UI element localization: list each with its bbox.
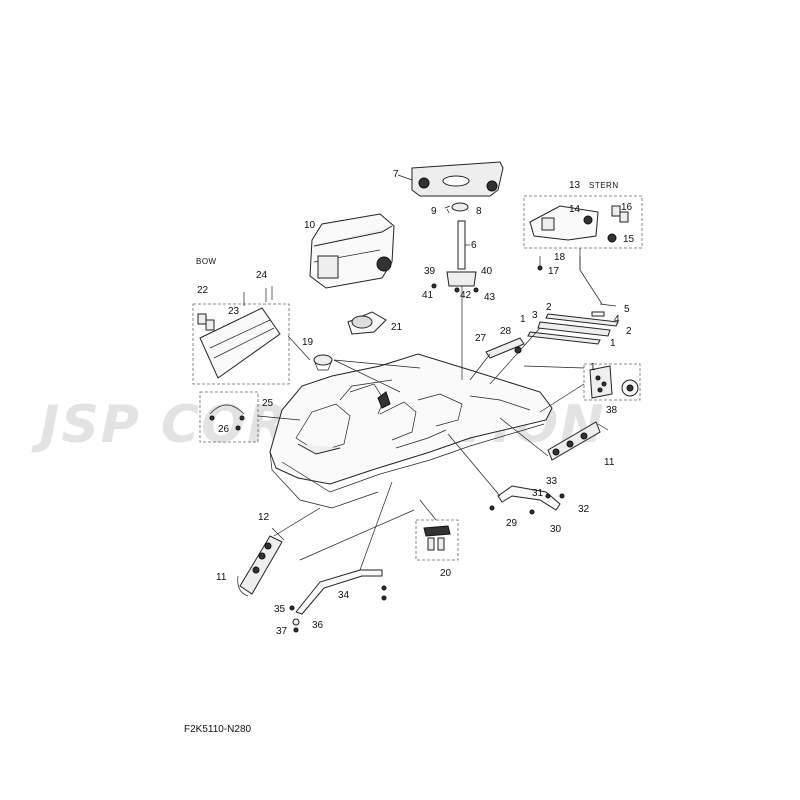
- part-14-stern-step: [529, 205, 599, 241]
- callout-18: 18: [554, 252, 566, 263]
- callout-11-right: 11: [604, 457, 615, 468]
- callout-17: 17: [548, 266, 560, 277]
- callout-9: 9: [431, 206, 437, 217]
- bow-label: BOW: [196, 257, 217, 266]
- callout-42: 42: [460, 290, 472, 301]
- callout-26: 26: [218, 424, 230, 435]
- part-34-rail: [295, 569, 387, 615]
- callout-15: 15: [623, 234, 635, 245]
- callout-1b: 1: [610, 338, 616, 349]
- group-22-box: [192, 303, 290, 385]
- callout-1a: 1: [520, 314, 526, 325]
- callout-8: 8: [476, 206, 482, 217]
- part-11-right-cleat: [547, 421, 609, 461]
- callout-13: 13: [569, 180, 581, 191]
- callout-5: 5: [624, 304, 630, 315]
- part-27-28-handle: [485, 337, 525, 359]
- part-35-37-hardware: [289, 605, 300, 633]
- callout-10: 10: [304, 220, 316, 231]
- callout-34: 34: [338, 590, 350, 601]
- callout-21: 21: [391, 322, 403, 333]
- part-19-cup-holder: [313, 354, 333, 371]
- callout-19: 19: [302, 337, 314, 348]
- callout-32: 32: [578, 504, 590, 515]
- boat-hull: [269, 353, 553, 509]
- callout-30: 30: [550, 524, 562, 535]
- callout-1c: 1: [590, 362, 596, 373]
- callout-36: 36: [312, 620, 324, 631]
- callout-24: 24: [256, 270, 268, 281]
- callout-31: 31: [532, 488, 544, 499]
- part-38-plate: [589, 365, 639, 399]
- callout-29: 29: [506, 518, 518, 529]
- callout-6: 6: [471, 240, 477, 251]
- part-16-15-fittings: [607, 205, 629, 243]
- callout-41: 41: [422, 290, 434, 301]
- part-25-rope: [209, 404, 245, 431]
- part-11-left-cleat: [237, 527, 285, 597]
- part-20-seat-base: [423, 525, 451, 551]
- stern-label: STERN: [589, 181, 619, 190]
- callout-37: 37: [276, 626, 288, 637]
- diagram-code: F2K5110-N280: [184, 724, 252, 735]
- group-20-box: [415, 519, 459, 561]
- callout-22: 22: [197, 285, 209, 296]
- group-25-box: [199, 391, 259, 443]
- callout-4: 4: [614, 314, 620, 325]
- callout-40: 40: [481, 266, 493, 277]
- part-21-mirror: [347, 311, 387, 335]
- callout-25: 25: [262, 398, 274, 409]
- callout-23: 23: [228, 306, 240, 317]
- part-39-43-bracket: [431, 271, 479, 293]
- callout-39: 39: [424, 266, 436, 277]
- part-8-9-cap: [444, 202, 469, 214]
- leader-lines: [257, 248, 603, 571]
- callout-16: 16: [621, 202, 633, 213]
- callout-35: 35: [274, 604, 286, 615]
- callout-2b: 2: [626, 326, 632, 337]
- callout-28: 28: [500, 326, 512, 337]
- callout-3: 3: [532, 310, 538, 321]
- callout-12: 12: [258, 512, 270, 523]
- callout-7: 7: [393, 169, 399, 180]
- callout-20: 20: [440, 568, 452, 579]
- callout-38: 38: [606, 405, 618, 416]
- part-29-grab-bar: [489, 485, 565, 515]
- callout-27: 27: [475, 333, 487, 344]
- callout-11-left: 11: [216, 572, 227, 583]
- part-7-tray: [397, 161, 504, 197]
- part-10-cooler: [309, 213, 395, 289]
- part-6-pole: [457, 220, 470, 270]
- callout-14: 14: [569, 204, 581, 215]
- callout-43: 43: [484, 292, 496, 303]
- part-22-ladder: [197, 286, 281, 379]
- callout-2a: 2: [546, 302, 552, 313]
- group-38-box: [583, 363, 641, 401]
- callouts: 7 9 8 6 39 40 41 42 43 10 BOW 24 22 23 2…: [196, 169, 635, 637]
- callout-33: 33: [546, 476, 558, 487]
- part-1-5-rails: [527, 303, 619, 345]
